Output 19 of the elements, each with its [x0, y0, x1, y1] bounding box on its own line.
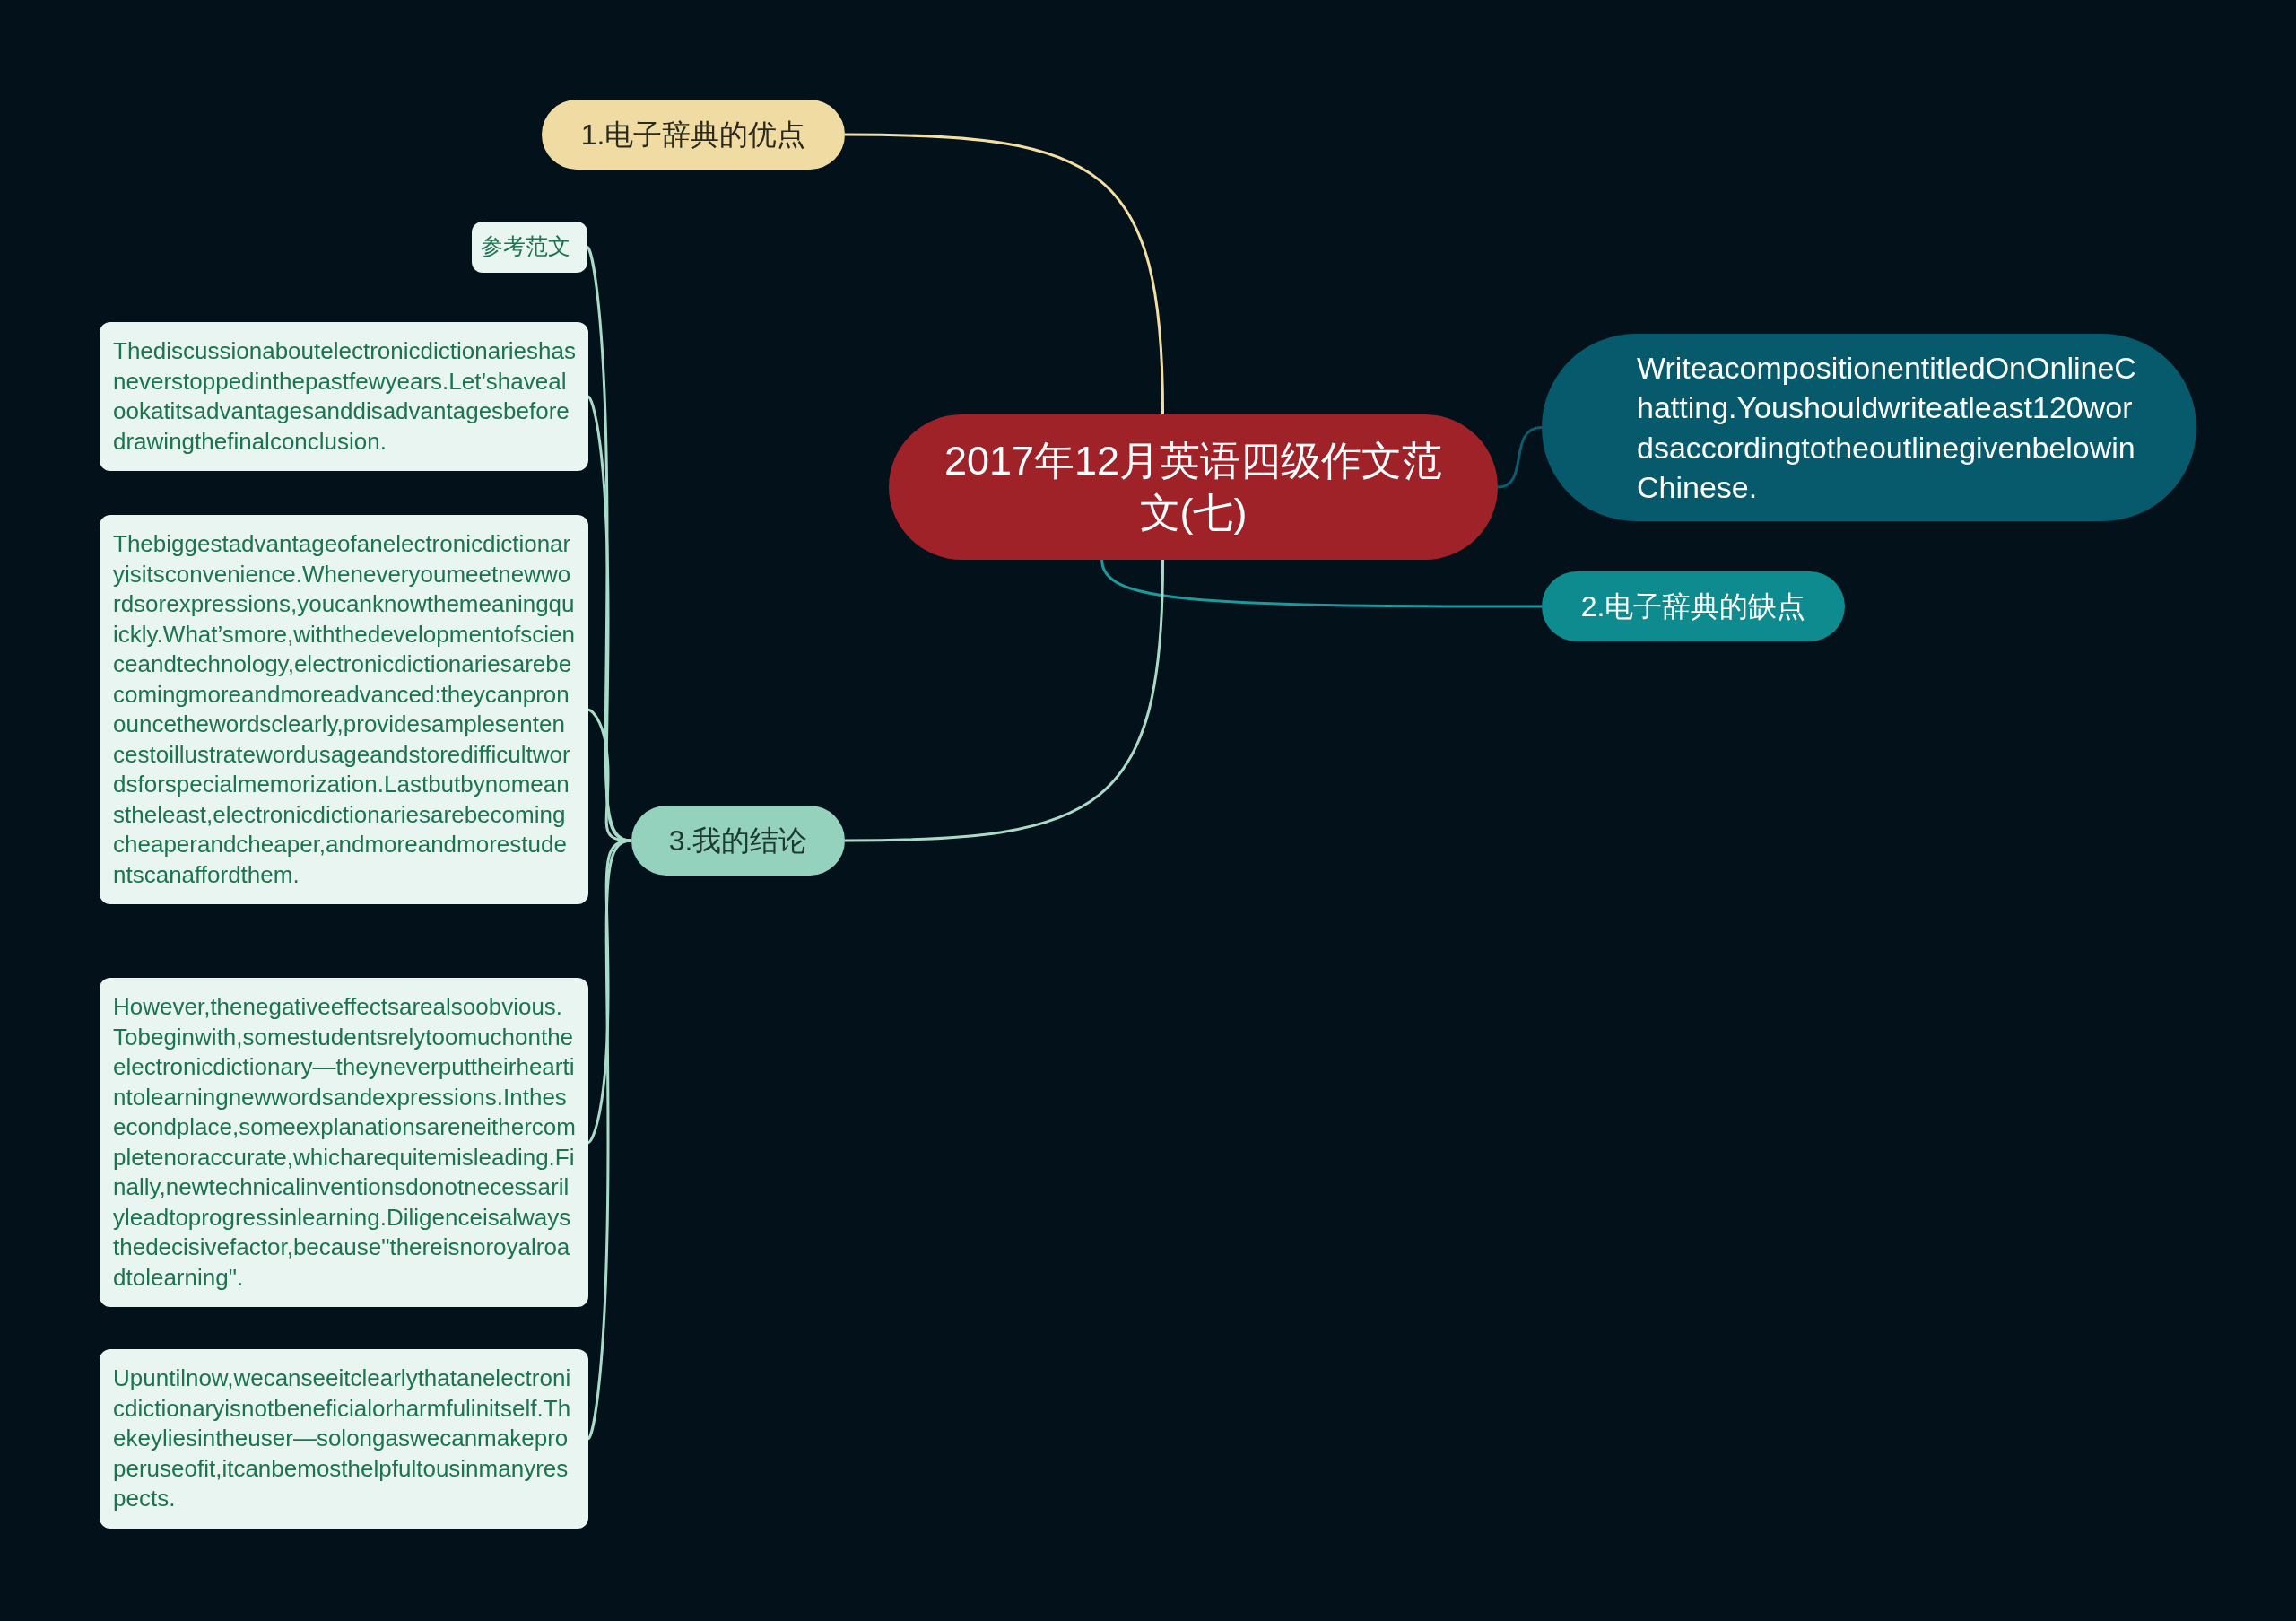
subtopic-tag — [472, 222, 587, 273]
connector — [845, 133, 1165, 415]
subtopic-label: 参考范文 — [481, 232, 570, 259]
essay-paragraph-text: Upuntilnow,wecanseeitclearlythatanelectronicdictionaryisnotbeneficialorharmfulinitself.Thekeyliesintheuser—solongaswecanmakeproperuseofit,itcanbemosthelpfultousinmanyrespects. — [113, 1364, 572, 1514]
central-topic-text: 2017年12月英语四级作文范文(七) — [943, 436, 1444, 537]
essay-paragraph-text: Thebiggestadvantageofanelectronicdictionaryisitsconvenience.Wheneveryoumeetnewwordsorexpressions,youcanknowthemeaningquickly.What’smore,withthedevelopmentofscienceandtechnology,electronicdictionariesarebecomingmoreandmoreadvanced:theycanpronouncethewordsclearly,providesamplesentencestoillustratewordusageandstoredifficultwordsforspecialmemorization.Lastbutbynomeanstheleast,electronicdictionariesarebecomingcheaperandcheaper,andmoreandmorestudentscanaffordthem. — [113, 529, 576, 890]
essay-paragraph-card — [100, 1349, 588, 1529]
connector — [1100, 559, 1542, 608]
essay-paragraph-card — [100, 322, 588, 472]
essay-paragraph-text: Thediscussionaboutelectronicdictionarieshasneverstoppedinthepastfewyears.Let’shavealookatitsadvantagesanddisadvantagesbeforedrawingthefinalconclusion. — [113, 336, 576, 457]
connector — [587, 708, 632, 842]
connector — [1497, 426, 1543, 489]
instruction-text: WriteacompositionentitledOnOnlineChatting.Youshouldwriteatleast120wordsaccordingtotheoutlinegivenbelowinChinese. — [1637, 350, 2137, 506]
topic-label: 1.电子辞典的优点 — [580, 117, 806, 153]
connector — [845, 559, 1165, 842]
topic-label: 3.我的结论 — [668, 823, 808, 858]
essay-paragraph-text: However,thenegativeeffectsarealsoobvious.Tobeginwith,somestudentsrelytoomuchontheelectronicdictionary—theyneverputtheirheartintolearningnewwordsandexpressions.Inthesecondplace,someexplanationsareneithercompletenoraccurate,whicharequitemisleading.Finally,newtechnicalinventionsdonotnecessarilyleadtoprogressinlearning.Diligenceisalwaysthedecisivefactor,because"thereisnoroyalroadtolearning". — [113, 992, 576, 1293]
connector — [587, 839, 632, 1440]
topic-label: 2.电子辞典的缺点 — [1580, 588, 1806, 624]
